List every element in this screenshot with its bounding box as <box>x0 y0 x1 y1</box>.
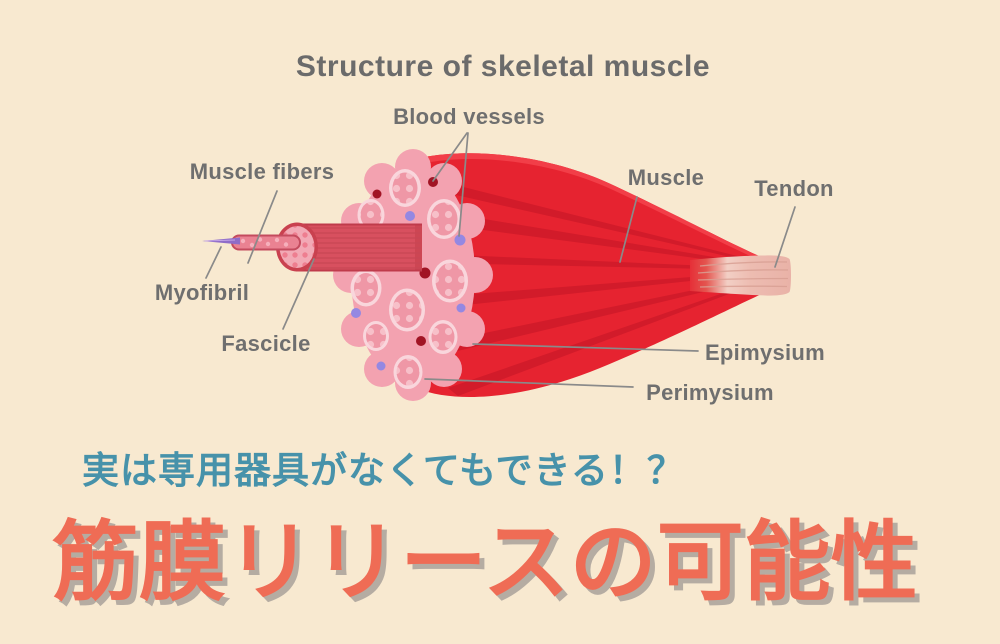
muscle-striations <box>390 176 758 396</box>
caption-subtitle: 実は専用器具がなくてもできる！？ <box>82 450 685 491</box>
tendon-shape <box>690 255 791 296</box>
muscle-fiber-strand <box>231 234 301 251</box>
label-perimysium: Perimysium <box>646 380 774 405</box>
caption-headline: 筋膜リリースの可能性 <box>52 514 918 611</box>
page-title: Structure of skeletal muscle <box>295 50 711 83</box>
label-blood-vessels: Blood vessels <box>393 104 545 129</box>
fascicle-bundles <box>350 169 468 389</box>
blood-vessel-dots <box>351 177 466 371</box>
label-muscle-fibers: Muscle fibers <box>189 159 335 184</box>
label-tendon: Tendon <box>754 176 834 201</box>
leader-lines <box>205 132 796 388</box>
label-muscle: Muscle <box>627 165 705 190</box>
label-myofibril: Myofibril <box>154 280 250 305</box>
label-fascicle: Fascicle <box>221 331 311 356</box>
label-epimysium: Epimysium <box>704 340 826 365</box>
myofibril-filament <box>202 237 240 245</box>
